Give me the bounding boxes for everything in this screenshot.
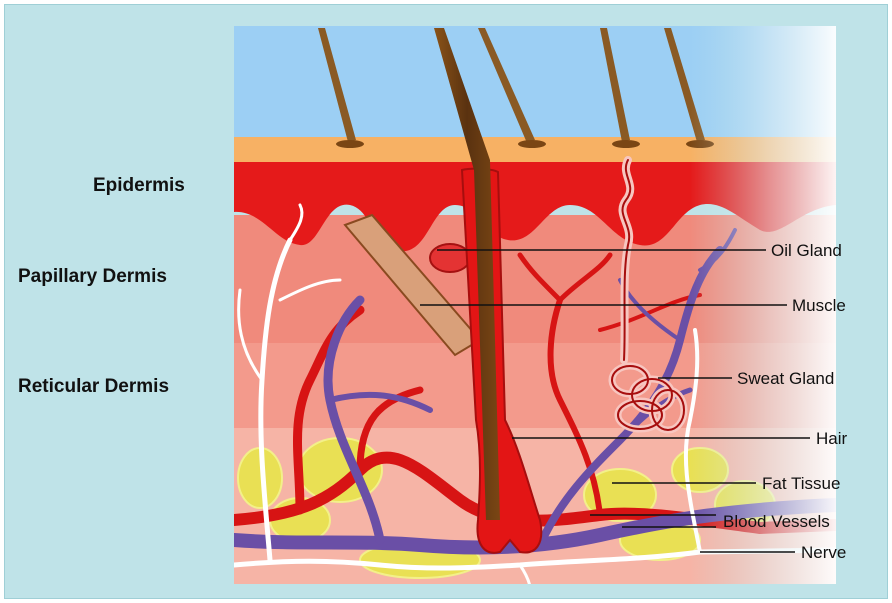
papillary-dermis-label: Papillary Dermis: [18, 266, 167, 288]
blood-vessels-label: Blood Vessels: [723, 512, 830, 532]
hair-label: Hair: [816, 429, 847, 449]
oil-gland: [430, 244, 470, 272]
fat-tissue-label: Fat Tissue: [762, 474, 840, 494]
nerve-label: Nerve: [801, 543, 846, 563]
epidermis-label: Epidermis: [93, 175, 185, 197]
muscle-label: Muscle: [792, 296, 846, 316]
oil-gland-label: Oil Gland: [771, 241, 842, 261]
sweat-gland-label: Sweat Gland: [737, 369, 834, 389]
reticular-dermis-label: Reticular Dermis: [18, 376, 169, 398]
